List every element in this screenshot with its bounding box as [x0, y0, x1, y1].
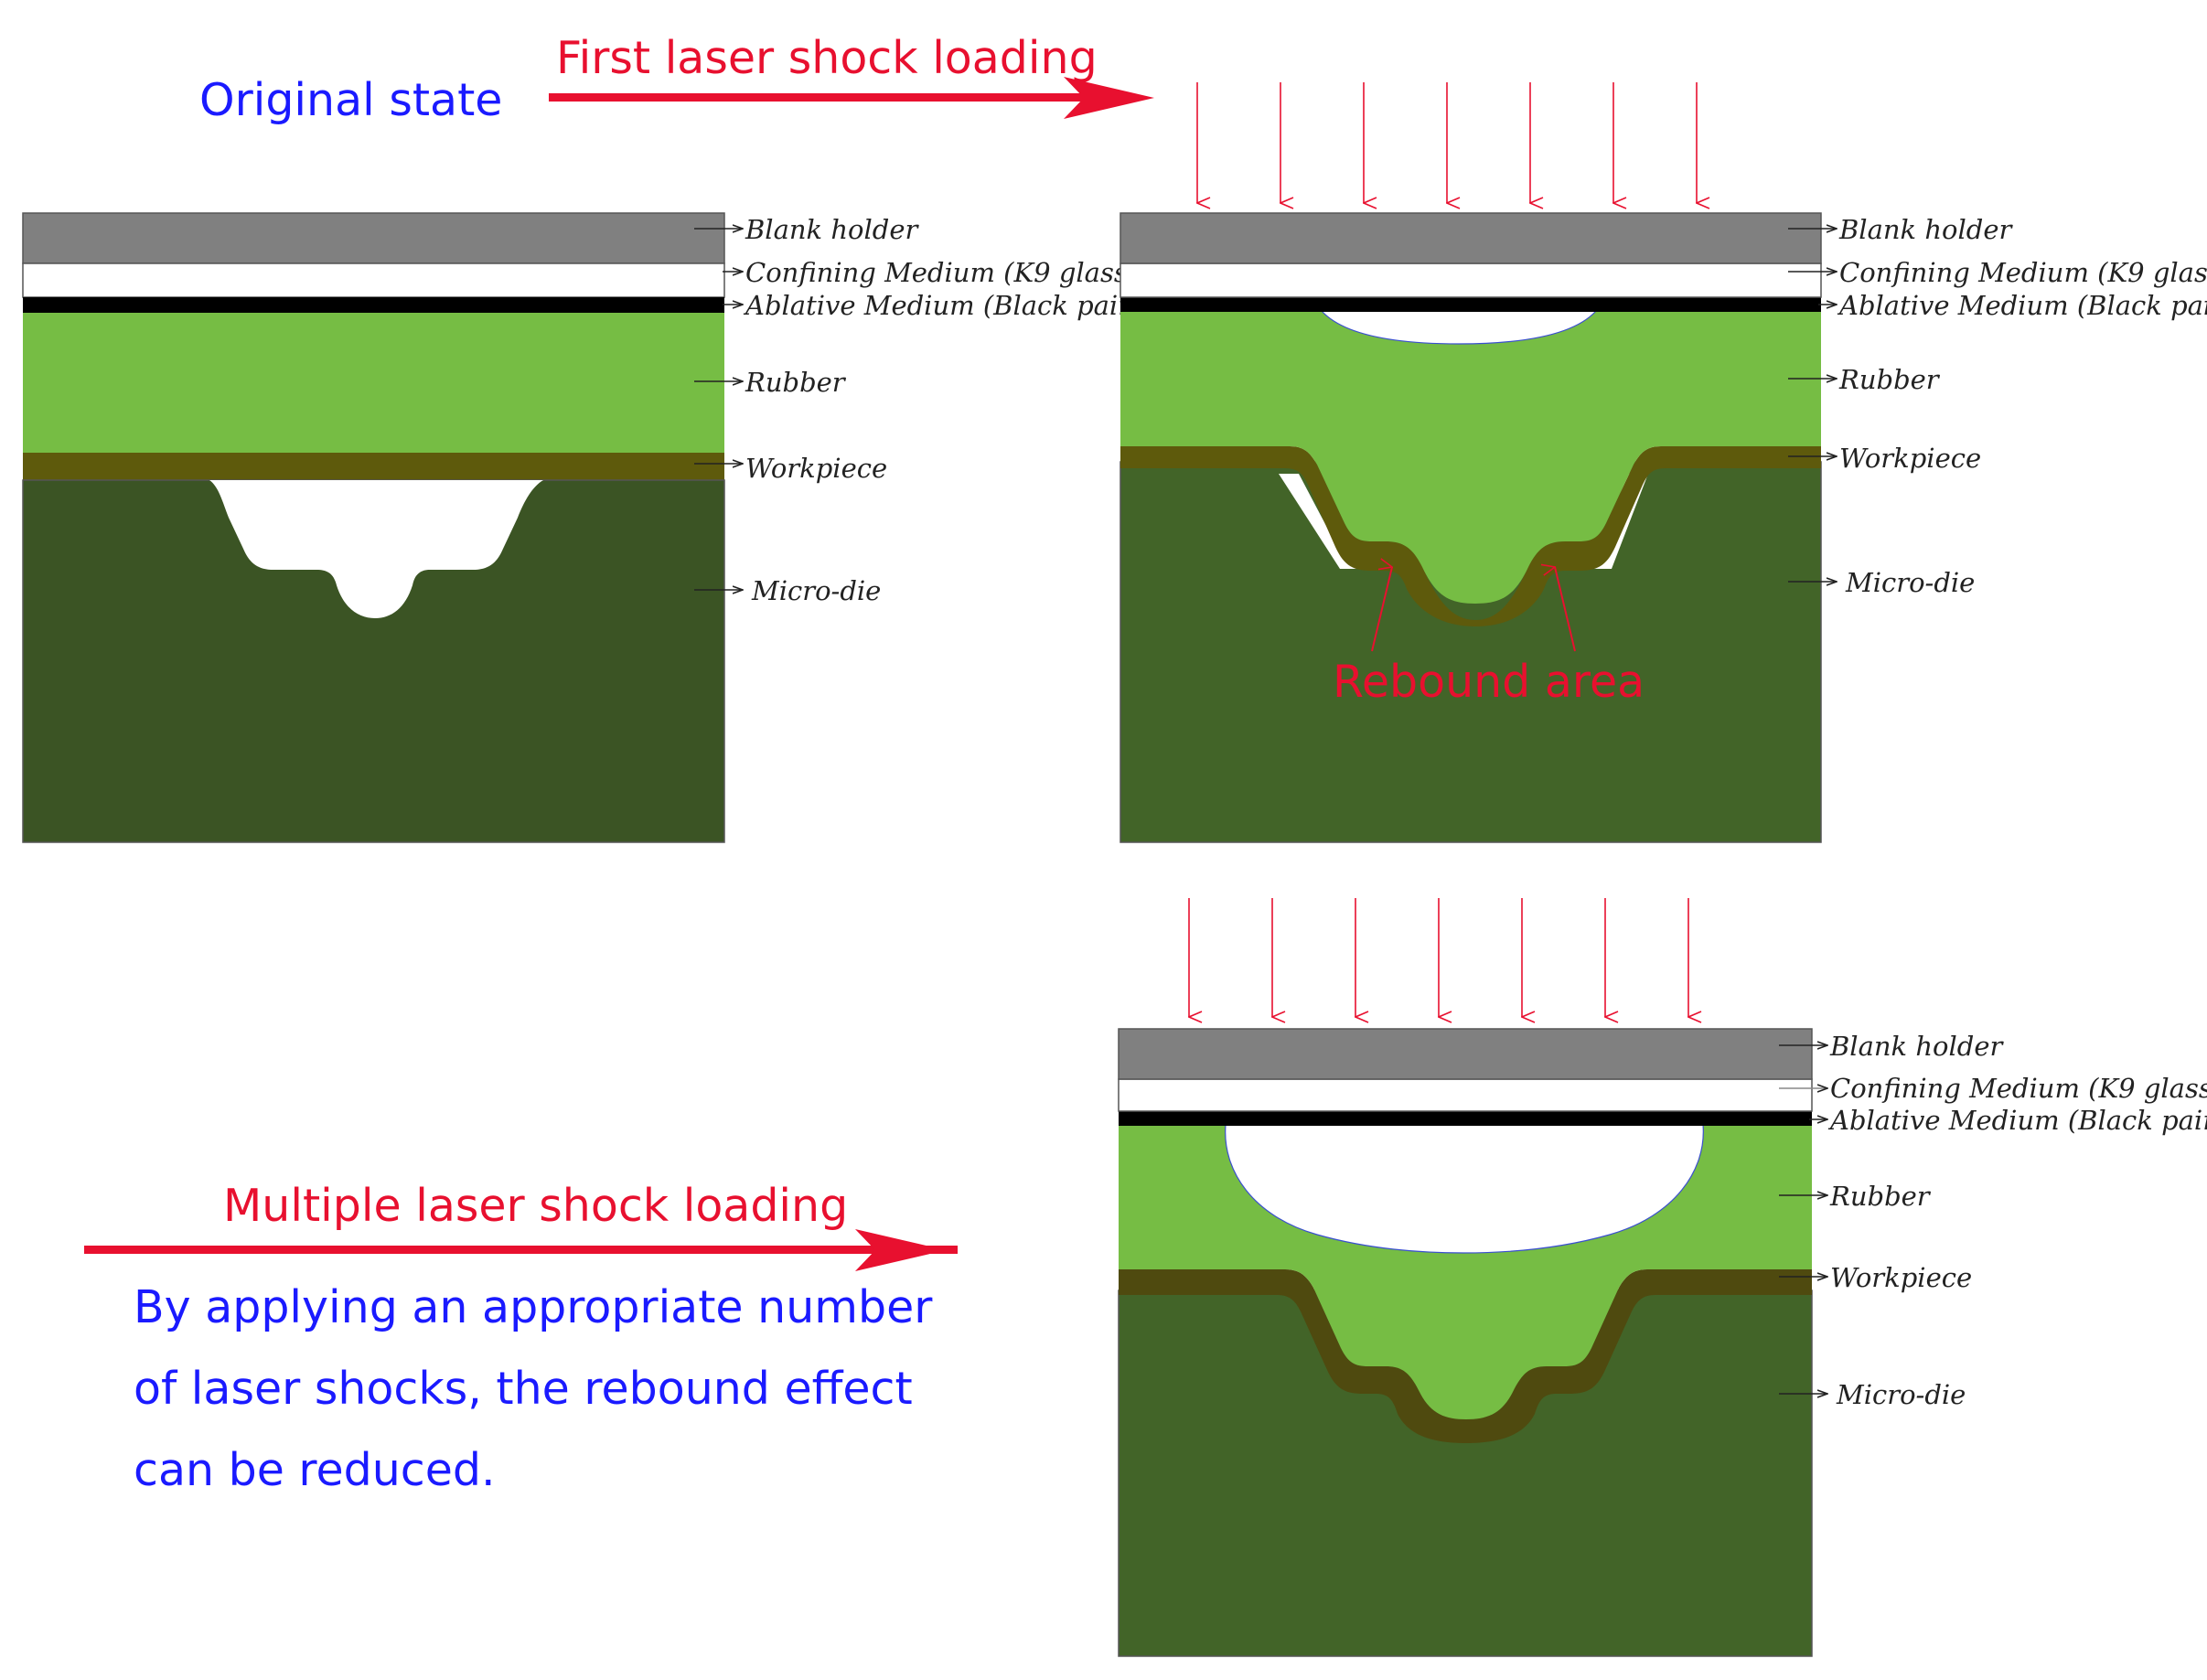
panel-first-loading: [1120, 212, 1822, 843]
rebound-gap-left: [1279, 474, 1390, 569]
workpiece-label: Workpiece: [745, 453, 887, 484]
confining-medium-label: Confining Medium (K9 glass): [1830, 1073, 2207, 1104]
workpiece-deformed: [1120, 446, 1821, 626]
original-state-caption: Original state: [199, 74, 502, 126]
multiple-loading-caption: Multiple laser shock loading: [223, 1180, 848, 1232]
ablative-medium-layer: [23, 297, 724, 313]
micro-die-cavity: [209, 480, 543, 618]
rubber-label: Rubber: [1838, 364, 1941, 395]
ablative-medium-label: Ablative Medium (Black paint): [1837, 290, 2207, 321]
confining-medium-label: Confining Medium (K9 glass): [1839, 257, 2207, 288]
blank-holder-label: Blank holder: [745, 214, 919, 245]
rebound-area-label: Rebound area: [1333, 656, 1645, 708]
panel-first-labels: Blank holder Confining Medium (K9 glass)…: [1788, 214, 2207, 598]
micro-die-label: Micro-die: [1845, 567, 1975, 598]
confining-medium-layer: [1118, 1078, 1813, 1112]
multiple-loading-arrow: [84, 1229, 958, 1271]
confining-medium-layer: [1120, 262, 1822, 298]
rebound-annotation: Rebound area: [1333, 567, 1645, 708]
rubber-layer: [23, 313, 724, 453]
rubber-void-small: [1320, 310, 1598, 345]
ablative-medium-label: Ablative Medium (Black paint): [1827, 1105, 2207, 1136]
panel-original-labels: Blank holder Confining Medium (K9 glass)…: [694, 214, 1156, 606]
ablative-medium-layer: [1119, 1111, 1812, 1126]
micro-die-label: Micro-die: [1836, 1379, 1966, 1410]
panel-multiple-loading: [1118, 1028, 1813, 1657]
first-loading-caption: First laser shock loading: [556, 32, 1098, 84]
blank-holder-layer: [22, 212, 725, 264]
rubber-label: Rubber: [1829, 1181, 1932, 1212]
rubber-void-large: [1225, 1124, 1704, 1254]
blank-holder-layer: [1118, 1028, 1813, 1080]
confining-medium-label: Confining Medium (K9 glass): [745, 257, 1138, 288]
laser-arrows-first: [1197, 82, 1697, 203]
blank-holder-layer: [1120, 212, 1822, 264]
rubber-deformed: [1120, 311, 1821, 604]
laser-arrows-multiple: [1189, 898, 1688, 1017]
workpiece-deformed: [1119, 1269, 1812, 1443]
workpiece-label: Workpiece: [1839, 443, 1981, 474]
conclusion-text: By applying an appropriate number of las…: [134, 1281, 933, 1496]
blank-holder-label: Blank holder: [1838, 214, 2013, 245]
workpiece-label: Workpiece: [1830, 1262, 1972, 1293]
ablative-medium-label: Ablative Medium (Black paint): [743, 290, 1156, 321]
rubber-label: Rubber: [745, 367, 847, 398]
ablative-medium-layer: [1120, 297, 1821, 312]
workpiece-layer: [23, 453, 724, 480]
micro-die-label: Micro-die: [751, 575, 881, 606]
first-loading-arrow: [549, 77, 1154, 119]
panel-multiple-labels: Blank holder Confining Medium (K9 glass)…: [1779, 1031, 2207, 1410]
panel-original-state: [22, 212, 725, 843]
blank-holder-label: Blank holder: [1829, 1031, 2004, 1062]
confining-medium-layer: [22, 262, 725, 298]
